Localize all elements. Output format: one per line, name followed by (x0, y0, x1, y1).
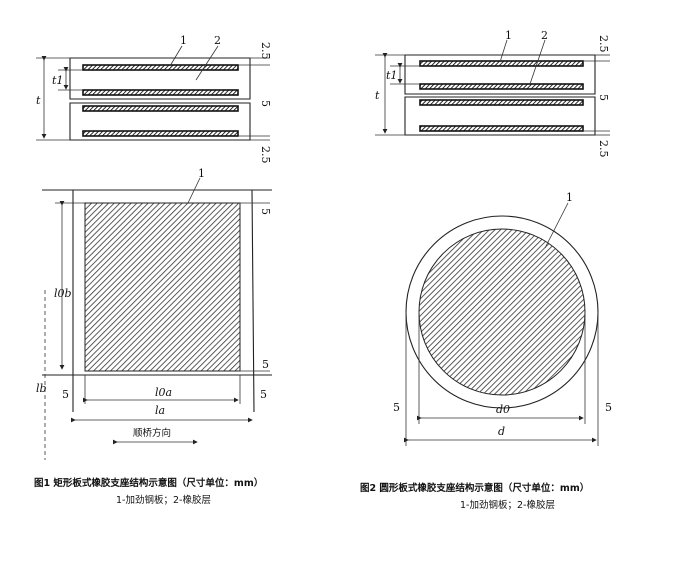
steel-plate (82, 105, 239, 112)
fig2-plan: 1 d0 d 5 5 (393, 191, 612, 446)
steel-plate (419, 99, 584, 106)
steel-plate (82, 89, 239, 96)
dim-bottom-cover: 2.5 (259, 146, 272, 164)
dim-side-left: 5 (62, 388, 69, 401)
steel-plate (419, 125, 584, 132)
plan-callout-1: 1 (198, 167, 205, 180)
steel-plate (82, 64, 239, 71)
dim-la: la (155, 404, 165, 417)
fig1-elevation: t t1 1 2 2.5 5 2.5 (36, 34, 272, 164)
dim-bottom-cover: 2.5 (597, 140, 610, 158)
dim-mid-gap: 5 (259, 100, 272, 107)
dim-top-cover: 2.5 (259, 42, 272, 60)
dim-side-right: 5 (605, 401, 612, 414)
fig2-caption: 图2 圆形板式橡胶支座结构示意图（尺寸单位：mm） (360, 482, 589, 494)
direction-label: 顺桥方向 (133, 427, 171, 439)
dim-t1: t1 (52, 74, 63, 87)
dim-top-cover: 2.5 (597, 35, 610, 53)
dim-mid-gap: 5 (597, 94, 610, 101)
upper-rubber-block (69, 57, 251, 100)
dim-lb: lb (36, 382, 47, 395)
dim-l0b: l0b (54, 287, 72, 300)
dim-t1: t1 (386, 69, 397, 82)
plan-callout-1: 1 (566, 191, 573, 204)
dim-l0a: l0a (155, 386, 172, 399)
steel-plate (419, 83, 584, 90)
callout-2: 2 (214, 34, 221, 47)
upper-rubber-block (404, 54, 596, 95)
callout-1: 1 (180, 34, 187, 47)
steel-plate (82, 130, 239, 137)
dim-gap-bottom: 5 (262, 358, 269, 371)
dim-t: t (375, 89, 380, 102)
callout-1: 1 (505, 29, 512, 42)
fig1-plan: 1 5 5 l0b lb l0a la 5 5 顺桥方向 (36, 167, 272, 460)
dim-side-right: 5 (260, 388, 267, 401)
callout-2: 2 (541, 29, 548, 42)
dim-side-left: 5 (393, 401, 400, 414)
steel-plate-hatched (418, 228, 586, 396)
fig1-legend: 1-加劲钢板；2-橡胶层 (116, 494, 211, 506)
fig2-elevation: t t1 1 2 2.5 5 2.5 (375, 29, 610, 158)
fig1-caption: 图1 矩形板式橡胶支座结构示意图（尺寸单位：mm） (34, 477, 263, 489)
dim-d: d (498, 425, 505, 438)
steel-plate (419, 60, 584, 67)
dim-t: t (36, 94, 41, 107)
dim-gap-top: 5 (259, 208, 272, 215)
fig2-legend: 1-加劲钢板；2-橡胶层 (460, 499, 555, 511)
dim-d0: d0 (496, 403, 510, 416)
steel-plate-hatched (84, 202, 241, 372)
